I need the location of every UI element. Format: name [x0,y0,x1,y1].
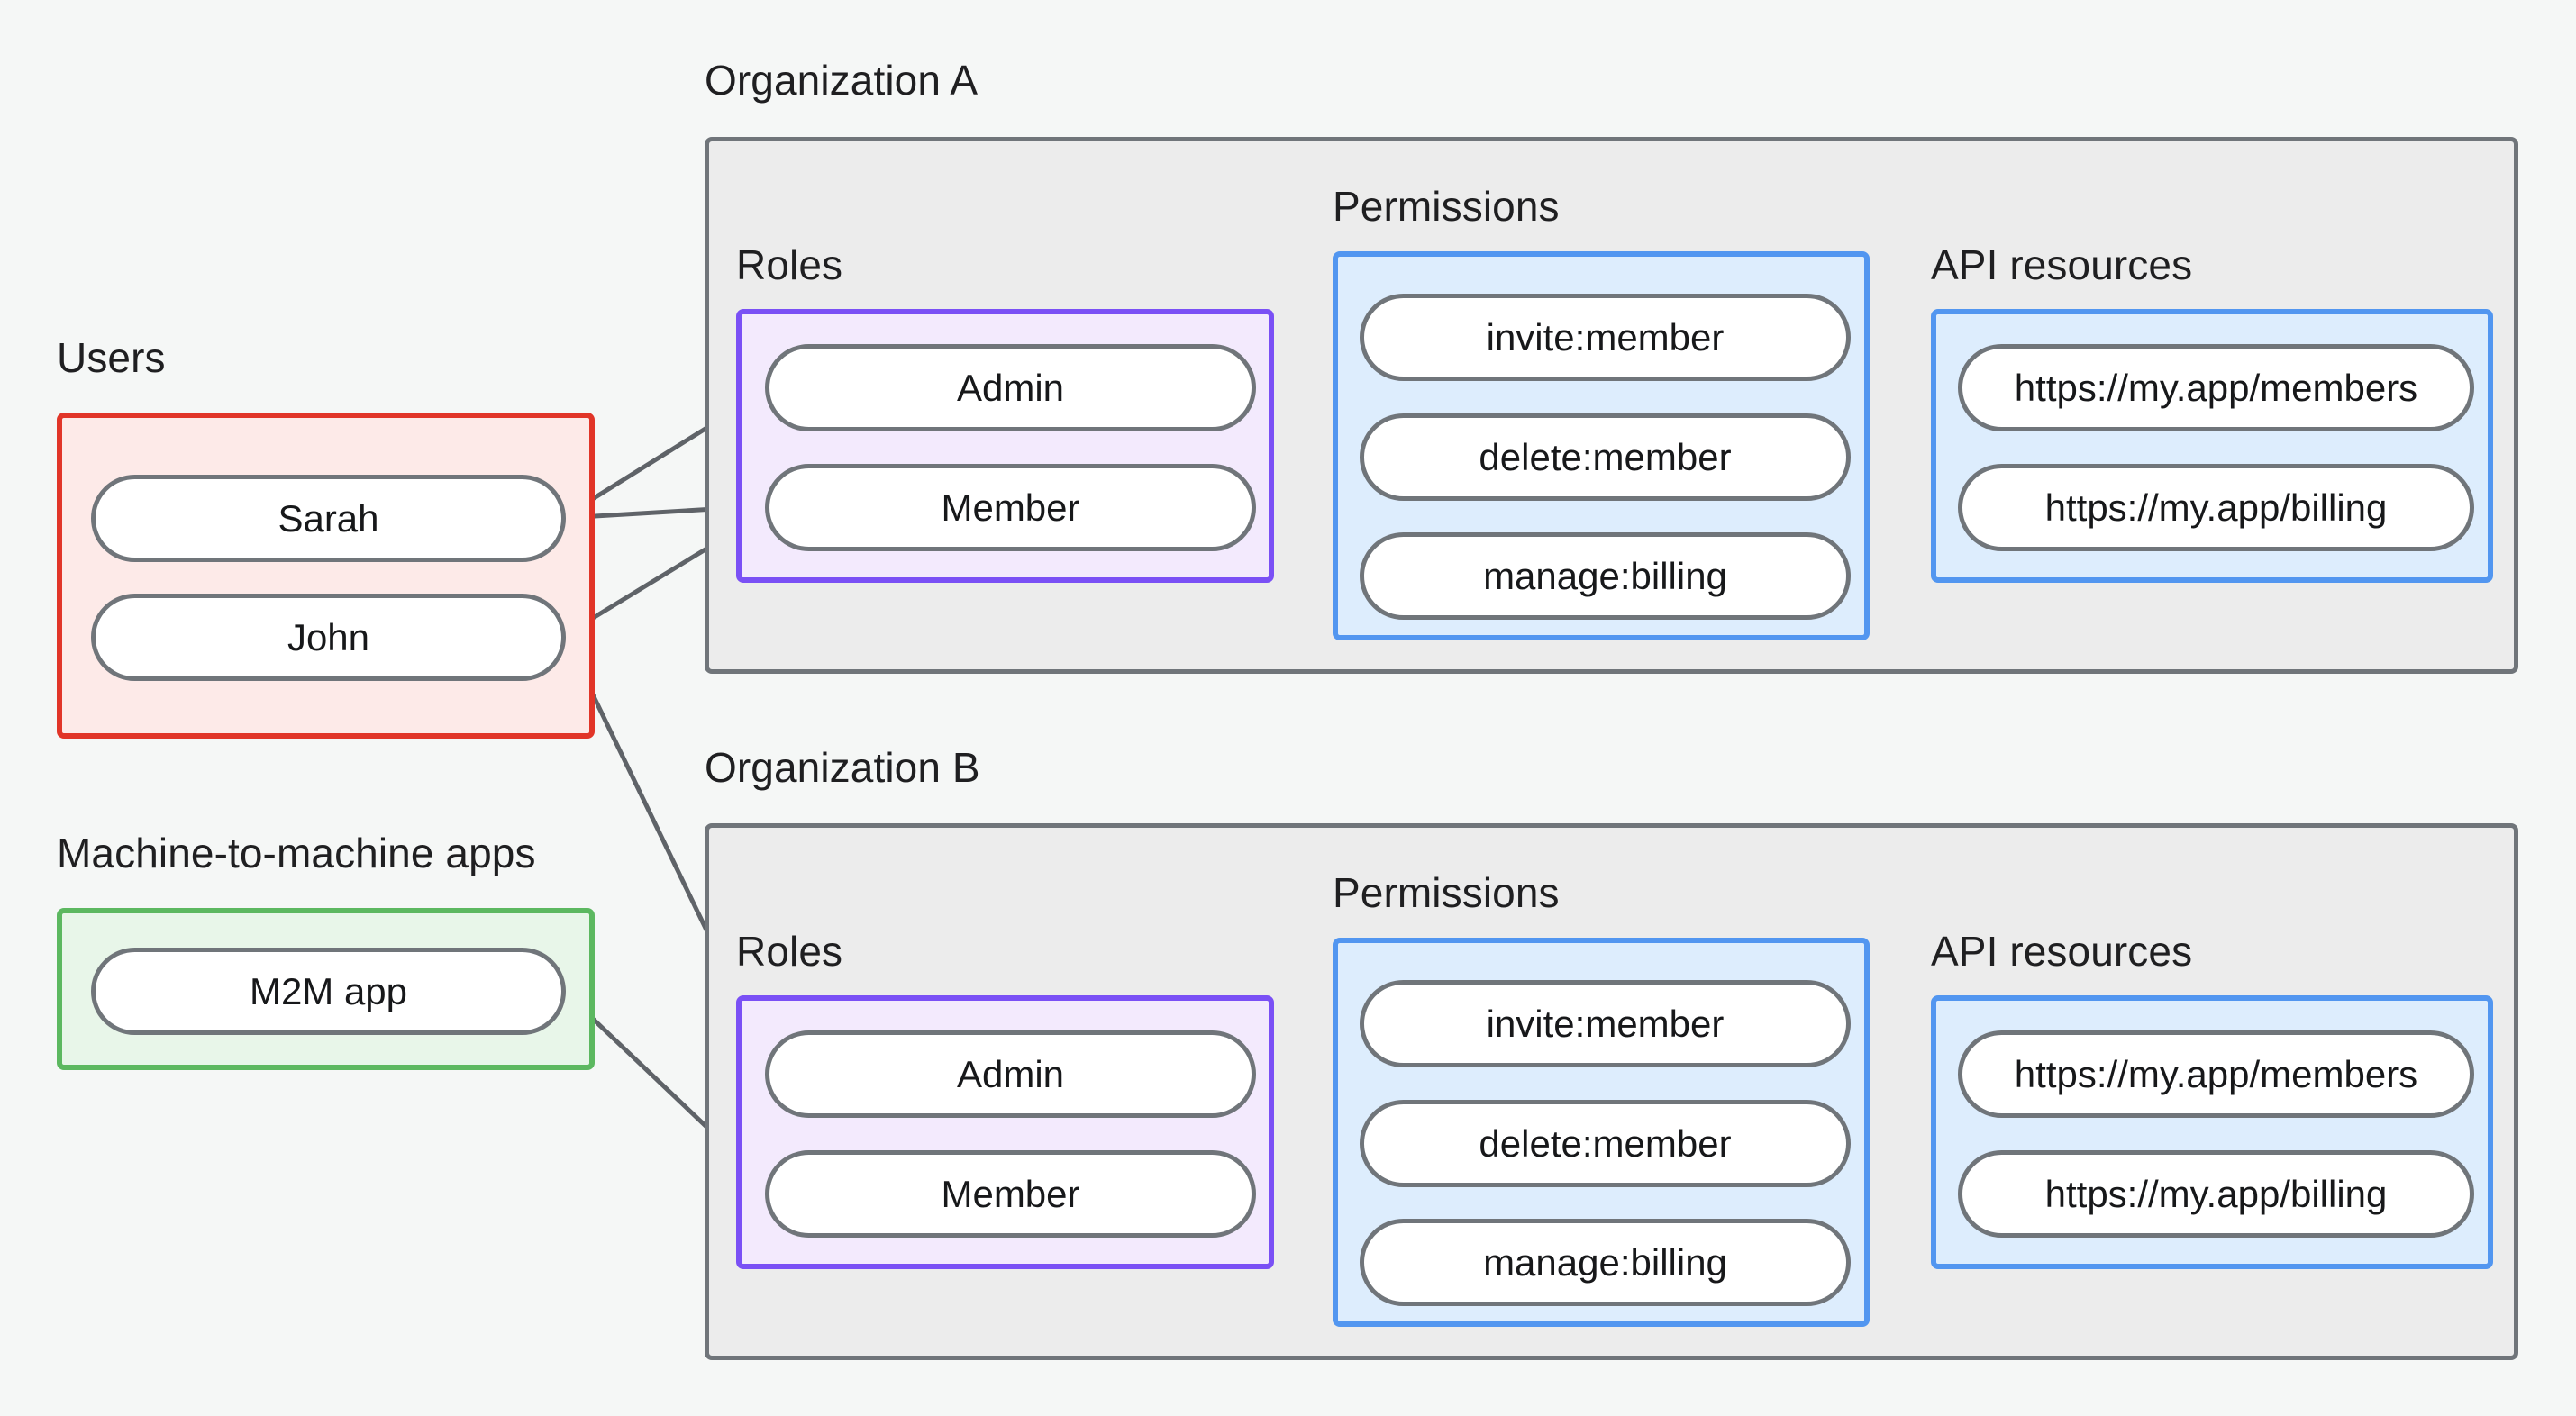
org-b-permissions-container: invite:member delete:member manage:billi… [1333,938,1870,1327]
org-b-caption: Organization B [705,744,980,791]
org-a-api-resource-members[interactable]: https://my.app/members [1958,344,2474,431]
org-a-permission-manage-billing[interactable]: manage:billing [1360,532,1851,620]
user-node-sarah[interactable]: Sarah [91,475,566,562]
org-b-container: Roles Admin Member Permissions invite:me… [705,823,2518,1360]
org-b-role-admin[interactable]: Admin [765,1030,1256,1118]
org-a-permissions-caption: Permissions [1333,183,1560,230]
org-a-role-member[interactable]: Member [765,464,1256,551]
org-b-roles-caption: Roles [736,928,843,975]
org-b-api-resource-billing[interactable]: https://my.app/billing [1958,1150,2474,1238]
org-a-api-container: https://my.app/members https://my.app/bi… [1931,309,2493,583]
org-b-api-resource-members[interactable]: https://my.app/members [1958,1030,2474,1118]
org-a-api-caption: API resources [1931,241,2193,288]
users-caption: Users [57,334,166,381]
m2m-container: M2M app [57,908,595,1070]
m2m-node-app[interactable]: M2M app [91,948,566,1035]
org-a-roles-caption: Roles [736,241,843,288]
user-node-john[interactable]: John [91,594,566,681]
org-b-api-container: https://my.app/members https://my.app/bi… [1931,995,2493,1269]
org-a-api-resource-billing[interactable]: https://my.app/billing [1958,464,2474,551]
org-a-caption: Organization A [705,57,979,104]
org-b-permission-manage-billing[interactable]: manage:billing [1360,1219,1851,1306]
m2m-caption: Machine-to-machine apps [57,830,536,876]
org-a-permissions-container: invite:member delete:member manage:billi… [1333,251,1870,640]
org-a-container: Roles Admin Member Permissions invite:me… [705,137,2518,674]
org-a-permission-invite-member[interactable]: invite:member [1360,294,1851,381]
org-b-permission-delete-member[interactable]: delete:member [1360,1100,1851,1187]
users-container: Sarah John [57,413,595,739]
org-b-roles-container: Admin Member [736,995,1274,1269]
org-b-role-member[interactable]: Member [765,1150,1256,1238]
org-b-permission-invite-member[interactable]: invite:member [1360,980,1851,1067]
org-a-permission-delete-member[interactable]: delete:member [1360,413,1851,501]
org-a-role-admin[interactable]: Admin [765,344,1256,431]
org-b-api-caption: API resources [1931,928,2193,975]
org-b-permissions-caption: Permissions [1333,869,1560,916]
org-a-roles-container: Admin Member [736,309,1274,583]
